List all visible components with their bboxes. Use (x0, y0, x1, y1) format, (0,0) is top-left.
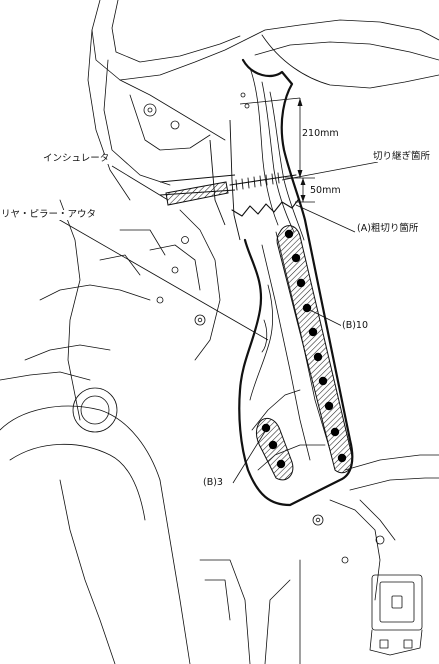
inner-panel (159, 119, 241, 241)
weld-spot (330, 427, 340, 437)
label-cut-joint: 切り継ぎ箇所 (372, 151, 432, 162)
weld-spot (296, 278, 306, 288)
label-insulator: インシュレータ (42, 153, 111, 164)
label-rough-cut: (A)粗切り箇所 (356, 223, 420, 234)
weld-spot (261, 423, 271, 433)
weld-spot (276, 459, 286, 469)
label-weld-b3: (B)3 (202, 477, 224, 488)
weld-spot (308, 327, 318, 337)
weld-spot (324, 401, 334, 411)
label-dim-210mm: 210mm (301, 128, 340, 139)
label-weld-b10: (B)10 (341, 320, 370, 331)
weld-spot (318, 376, 328, 386)
weld-spot (291, 253, 301, 263)
weld-spot (284, 229, 294, 239)
weld-zone-upper (276, 225, 353, 474)
label-dim-50mm: 50mm (309, 185, 342, 196)
weld-spot (337, 453, 347, 463)
insulator-part (165, 181, 229, 206)
weld-spot (313, 352, 323, 362)
weld-spot (268, 440, 278, 450)
cut-lines (229, 172, 299, 217)
weld-spots (261, 229, 347, 469)
leader-lines (57, 161, 379, 484)
dimension-lines (239, 97, 315, 203)
weld-spot (302, 303, 312, 313)
label-rear-pillar-outer: リヤ・ピラー・アウタ (0, 209, 98, 220)
